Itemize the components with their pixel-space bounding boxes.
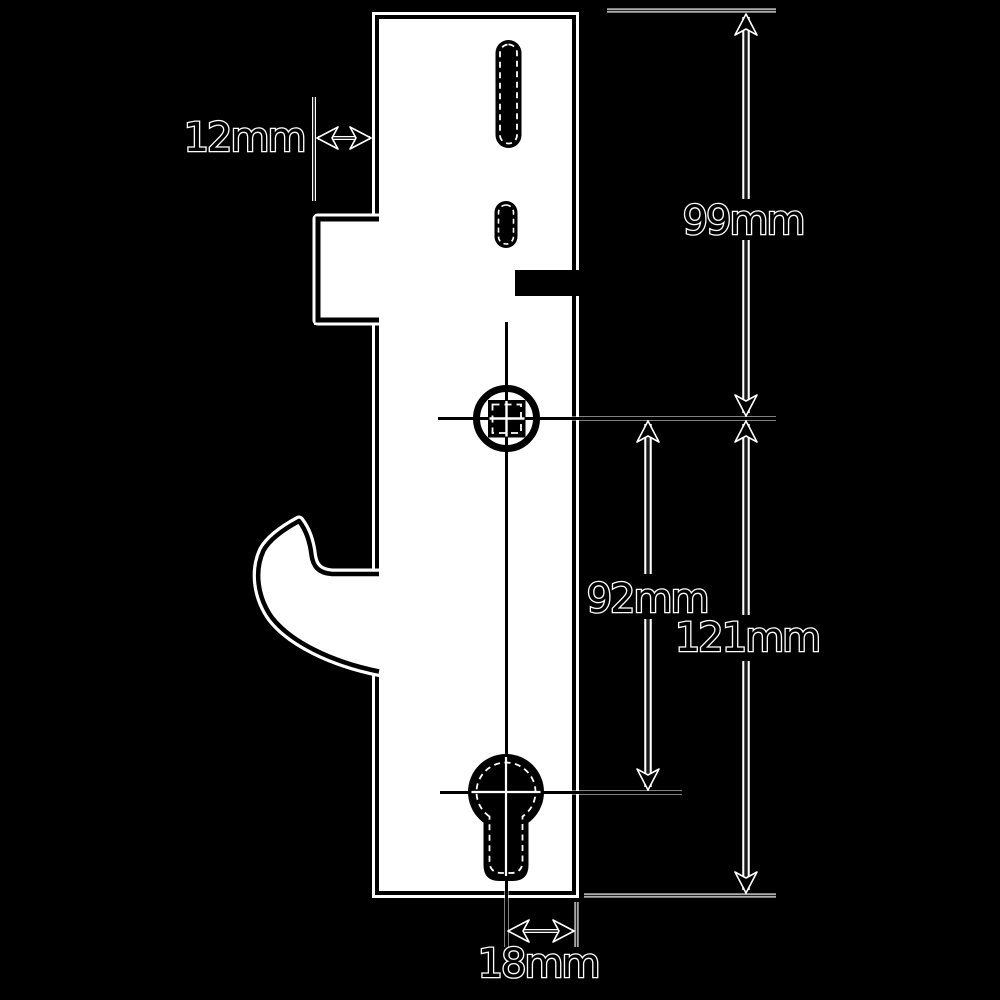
- latch-fill: [314, 215, 379, 325]
- lock-case: [372, 12, 579, 898]
- hook-bolt: [258, 521, 379, 672]
- spindle-circle: [473, 385, 540, 452]
- spindle-crosshair: [489, 401, 525, 437]
- spindle-follower: [473, 385, 540, 452]
- dimension-label-121mm: 121mm: [675, 615, 819, 661]
- edge-notch: [515, 270, 580, 296]
- dimension-label-92mm: 92mm: [587, 576, 708, 622]
- arrowhead-down: [734, 394, 758, 417]
- oval-body: [494, 201, 518, 248]
- oval-inner-rim: [497, 204, 515, 245]
- small-oval-hole: [494, 201, 518, 248]
- dimension-99mm: 99mm: [605, 8, 807, 417]
- arrowhead-down: [734, 871, 758, 894]
- slot-inner-rim: [499, 43, 518, 145]
- arrowhead-up: [734, 420, 758, 443]
- dimension-12mm: 12mm: [182, 95, 372, 203]
- latch-deadbolt: [314, 215, 379, 325]
- cylinder-inner-rim: [475, 761, 537, 874]
- arrowhead-up: [636, 420, 660, 443]
- arrowhead-left: [316, 126, 339, 150]
- arrowhead-down: [636, 768, 660, 791]
- faceplate-body: [372, 12, 579, 898]
- hook-fill: [258, 521, 379, 672]
- euro-cylinder-cutout: [468, 754, 544, 881]
- dimension-label-18mm: 18mm: [478, 941, 599, 987]
- dimension-18mm: 18mm: [476, 900, 602, 988]
- arrowhead-right: [349, 126, 372, 150]
- arrowhead-up: [734, 13, 758, 36]
- dimension-121mm: 121mm: [582, 420, 822, 898]
- upper-fixing-slot: [495, 40, 522, 148]
- faceplate-outline: [375, 15, 576, 895]
- dimension-label-12mm: 12mm: [184, 115, 305, 161]
- slot-body: [495, 40, 522, 148]
- arrowhead-left: [507, 919, 530, 943]
- cylinder-crosshair: [471, 757, 541, 876]
- arrowhead-right: [552, 919, 575, 943]
- dimension-label-99mm: 99mm: [683, 198, 804, 244]
- dimension-92mm: 92mm: [585, 420, 711, 791]
